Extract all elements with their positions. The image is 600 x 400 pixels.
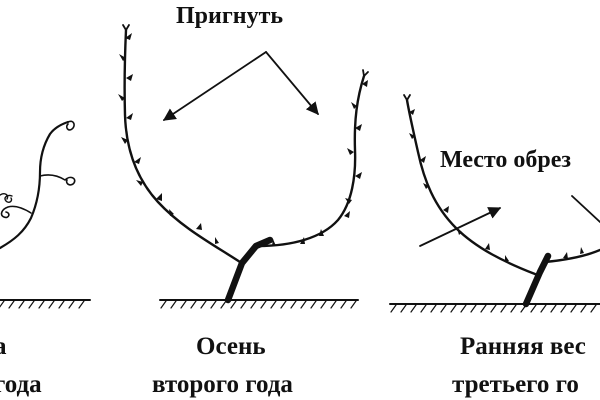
vine-third-year — [403, 94, 600, 308]
ground-line-left — [0, 299, 91, 309]
vine-first-year — [0, 120, 76, 250]
caption-second-line-2: второго года — [152, 371, 293, 398]
ground-line-right — [389, 303, 600, 313]
annotation-bend: Пригнуть — [176, 3, 284, 29]
annotation-cut-place: Место обрез — [440, 147, 572, 173]
caption-third-line-2: третьего го — [452, 371, 579, 398]
caption-first-line-2: года — [0, 371, 42, 398]
caption-third-line-1: Ранняя вес — [460, 333, 586, 360]
caption-first-line-1: а — [0, 333, 7, 360]
cut-place-arrows — [419, 195, 600, 247]
bend-arrows — [162, 51, 319, 121]
vine-second-year — [118, 24, 369, 304]
caption-second-line-1: Осень — [196, 333, 266, 360]
ground-line-middle — [159, 299, 359, 309]
